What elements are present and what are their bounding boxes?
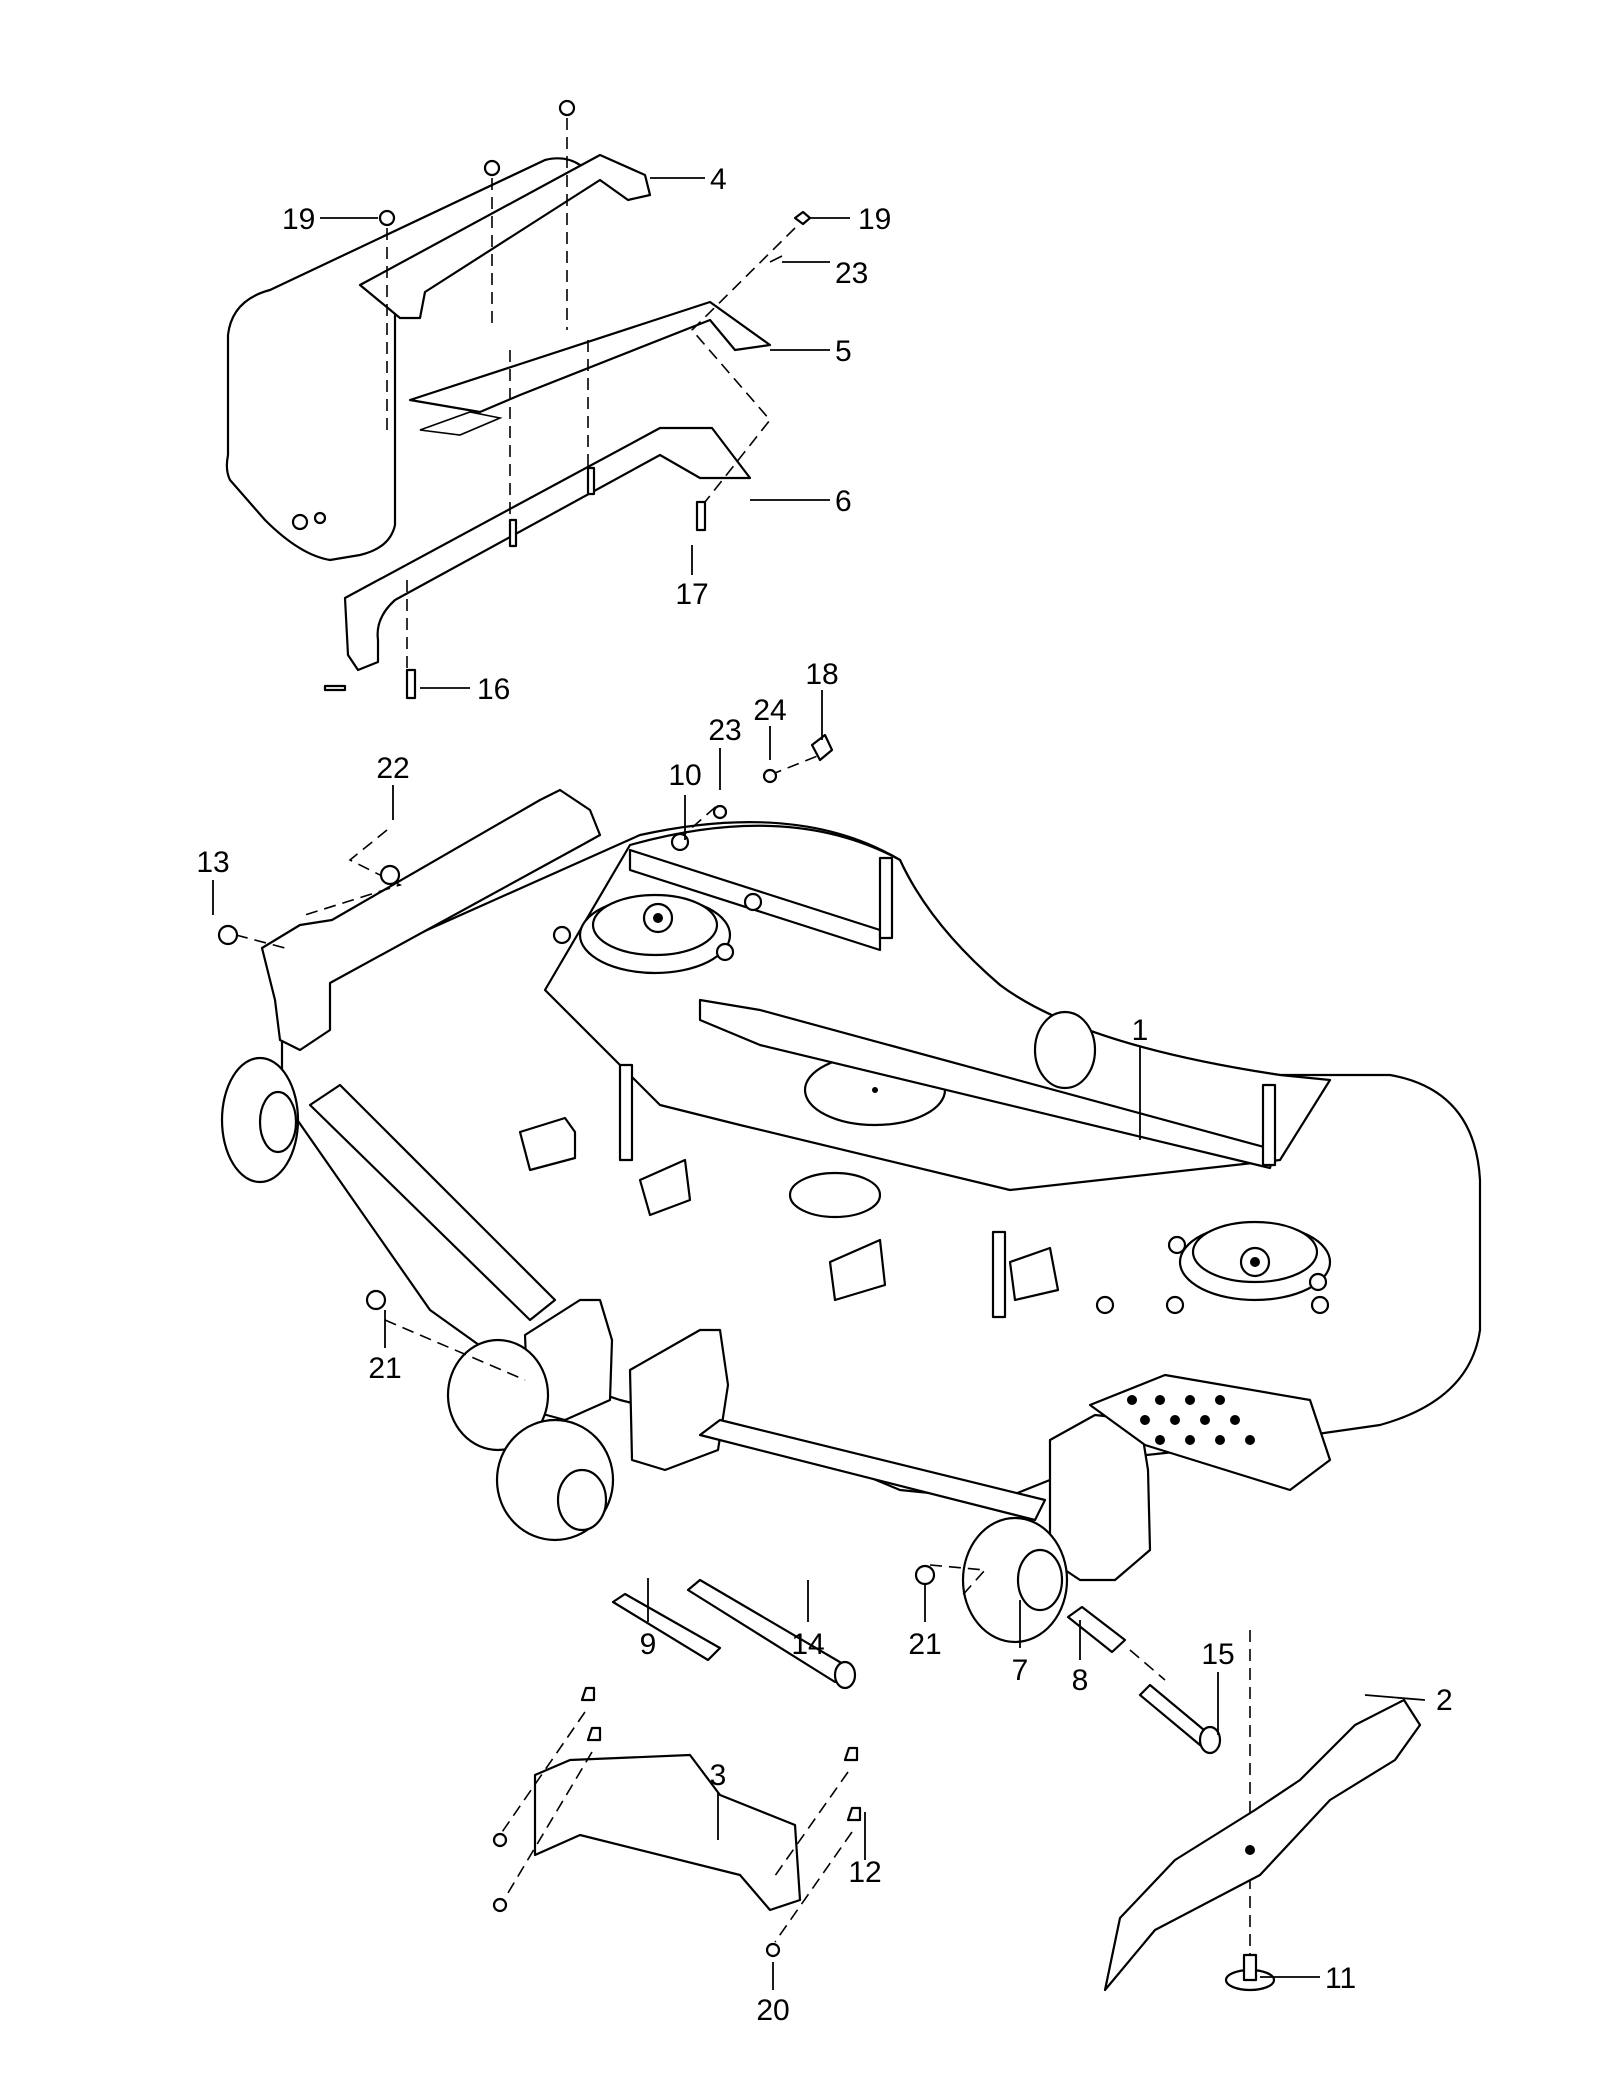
callout-20: 20 xyxy=(756,1994,789,2027)
callout-21-right: 21 xyxy=(908,1628,941,1661)
callout-18: 18 xyxy=(805,658,838,691)
deck-wheels xyxy=(220,1010,1097,1644)
pins-and-axles xyxy=(365,1289,1222,1755)
deck-bolts xyxy=(552,892,1330,1315)
mount-bracket-hardware xyxy=(492,1686,862,1958)
callout-3: 3 xyxy=(710,1759,727,1792)
callout-15: 15 xyxy=(1201,1638,1234,1671)
callout-19-left: 19 xyxy=(282,203,315,236)
chute-assembly-dash-lines xyxy=(386,118,796,670)
deck-pulley-left xyxy=(578,893,732,975)
deck-hangers xyxy=(518,1116,1060,1302)
bracket-hardware-top xyxy=(217,733,834,946)
deck-step-plate xyxy=(1088,1373,1332,1492)
callout-19-right: 19 xyxy=(858,203,891,236)
spindle-part-11 xyxy=(1224,1953,1276,1992)
blade-part-2 xyxy=(1103,1698,1422,1992)
chute-mount-bracket-part-4 xyxy=(358,153,652,320)
deck-top-plate xyxy=(543,824,1332,1192)
callout-23-mid: 23 xyxy=(708,714,741,747)
deflector-shield xyxy=(225,157,602,562)
callout-11: 11 xyxy=(1325,1962,1356,1995)
deck-posts xyxy=(618,856,1277,1319)
discharge-chute-part-6 xyxy=(343,426,752,672)
callout-10: 10 xyxy=(668,759,701,792)
callout-9: 9 xyxy=(640,1628,657,1661)
callout-6: 6 xyxy=(835,485,852,518)
callout-leaders xyxy=(212,177,1426,1990)
callout-5: 5 xyxy=(835,335,852,368)
chute-hardware xyxy=(291,99,812,700)
callout-8: 8 xyxy=(1072,1664,1089,1697)
callout-23-top: 23 xyxy=(835,257,868,290)
callout-24: 24 xyxy=(753,694,786,727)
callout-16: 16 xyxy=(477,673,510,706)
callout-7: 7 xyxy=(1012,1654,1029,1687)
callout-4: 4 xyxy=(710,163,727,196)
callout-12: 12 xyxy=(848,1856,881,1889)
callout-labels: 1 2 3 4 5 6 7 8 9 10 11 12 13 14 15 16 1… xyxy=(196,163,1452,2027)
chute-bracket-part-5 xyxy=(408,300,772,436)
mount-bracket-part-3 xyxy=(533,1753,802,1912)
callout-13: 13 xyxy=(196,846,229,879)
callout-17: 17 xyxy=(675,578,708,611)
callout-14: 14 xyxy=(791,1628,824,1661)
callout-22: 22 xyxy=(376,752,409,785)
deck-rear-bar xyxy=(308,1083,1047,1522)
callout-1: 1 xyxy=(1132,1014,1149,1047)
callout-2: 2 xyxy=(1436,1684,1453,1717)
deck-pulley-right xyxy=(1178,1220,1332,1302)
callout-21-left: 21 xyxy=(368,1352,401,1385)
